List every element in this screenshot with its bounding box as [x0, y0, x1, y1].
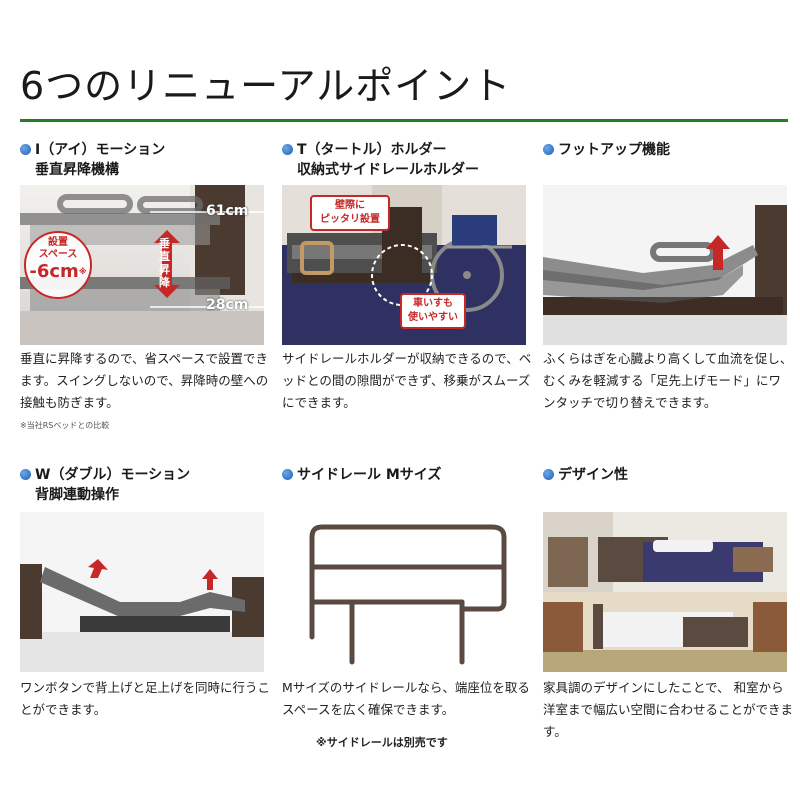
card-body: サイドレールホルダーが収納できるので、ベッドとの間の隙間ができず、移乗がスムーズ… [282, 351, 532, 410]
wall-fit-callout: 壁際に ピッタリ設置 [310, 195, 390, 231]
feature-card-foot-up: フットアップ機能 ふくらはぎを心臓より高くして血流を促し、むくみを軽減する「足先… [543, 140, 792, 440]
card-subheading: 収納式サイドレールホルダー [297, 162, 479, 178]
card-heading-text: T（タートル）ホルダー [297, 142, 447, 158]
wheelchair-bed-photo: 壁際に ピッタリ設置 車いすも 使いやすい [282, 185, 526, 345]
card-body: 家具調のデザインにしたことで、 和室から洋室まで幅広い空間に合わせることができま… [543, 680, 794, 739]
foot-up-photo [543, 185, 787, 345]
vertical-lift-arrow-text: 垂直昇降 [159, 237, 170, 289]
height-min-label: 28cm [206, 297, 249, 313]
card-footnote: ※当社RSベッドとの比較 [20, 421, 110, 430]
room-design-photos [543, 512, 787, 672]
feature-card-side-rail: サイドレール Mサイズ Mサイズのサイドレールなら、端座位を取るスペースを広く確… [282, 465, 530, 765]
bullet-icon [282, 469, 293, 480]
card-subheading: 背脚連動操作 [35, 487, 119, 503]
bullet-icon [20, 469, 31, 480]
space-saving-badge: 設置 スペース -6cm※ [25, 237, 91, 283]
feature-card-t-holder: T（タートル）ホルダー 収納式サイドレールホルダー 壁際に ピッタリ設置 車いす… [282, 140, 531, 440]
height-max-label: 61cm [206, 203, 249, 219]
card-body: 垂直に昇降するので、省スペースで設置できます。スイングしないので、昇降時の壁への… [20, 351, 269, 410]
card-subheading: 垂直昇降機構 [35, 162, 119, 178]
w-motion-photo [20, 512, 264, 672]
card-body: ワンボタンで背上げと足上げを同時に行うことができます。 [20, 680, 271, 717]
card-heading-text: W（ダブル）モーション [35, 467, 191, 483]
card-body: ふくらはぎを心臓より高くして血流を促し、むくみを軽減する「足先上げモード」にワン… [543, 351, 793, 410]
bullet-icon [20, 144, 31, 155]
bullet-icon [543, 144, 554, 155]
card-heading: サイドレール Mサイズ [282, 465, 441, 485]
callout-line1: 車いすも [413, 298, 453, 309]
card-heading-text: I（アイ）モーション [35, 142, 166, 158]
badge-value: -6cm [29, 261, 79, 282]
card-heading: デザイン性 [543, 465, 628, 485]
title-divider [20, 119, 788, 122]
card-heading-text: サイドレール Mサイズ [297, 467, 442, 483]
card-footnote: ※サイドレールは別売です [316, 736, 448, 749]
card-body: Mサイズのサイドレールなら、端座位を取るスペースを広く確保できます。 [282, 680, 530, 717]
feature-card-w-motion: W（ダブル）モーション 背脚連動操作 ワンボタンで背上げと足上げを同時に行うこと… [20, 465, 270, 765]
feature-card-design: デザイン性 家具調のデザインにしたことで、 和室から洋室まで幅広い空間に合わせる… [543, 465, 793, 765]
card-heading: W（ダブル）モーション 背脚連動操作 [20, 465, 190, 505]
callout-line2: 使いやすい [408, 312, 458, 323]
side-rail-image [282, 512, 526, 672]
card-heading: フットアップ機能 [543, 140, 670, 160]
badge-mark: ※ [78, 267, 87, 276]
bed-lift-photo: 61cm 28cm 垂直昇降 設置 スペース -6cm※ [20, 185, 264, 345]
bullet-icon [543, 469, 554, 480]
bullet-icon [282, 144, 293, 155]
feature-card-i-motion: I（アイ）モーション 垂直昇降機構 [20, 140, 268, 440]
callout-line2: ピッタリ設置 [320, 214, 380, 225]
page-title: 6つのリニューアルポイント [20, 64, 512, 108]
card-heading-text: フットアップ機能 [558, 142, 670, 158]
badge-line1: 設置 [48, 237, 68, 248]
card-heading-text: デザイン性 [558, 467, 628, 483]
card-heading: I（アイ）モーション 垂直昇降機構 [20, 140, 165, 180]
callout-line1: 壁際に [335, 200, 365, 211]
card-heading: T（タートル）ホルダー 収納式サイドレールホルダー [282, 140, 479, 180]
wheelchair-callout: 車いすも 使いやすい [400, 293, 466, 329]
badge-line2: スペース [38, 249, 78, 260]
